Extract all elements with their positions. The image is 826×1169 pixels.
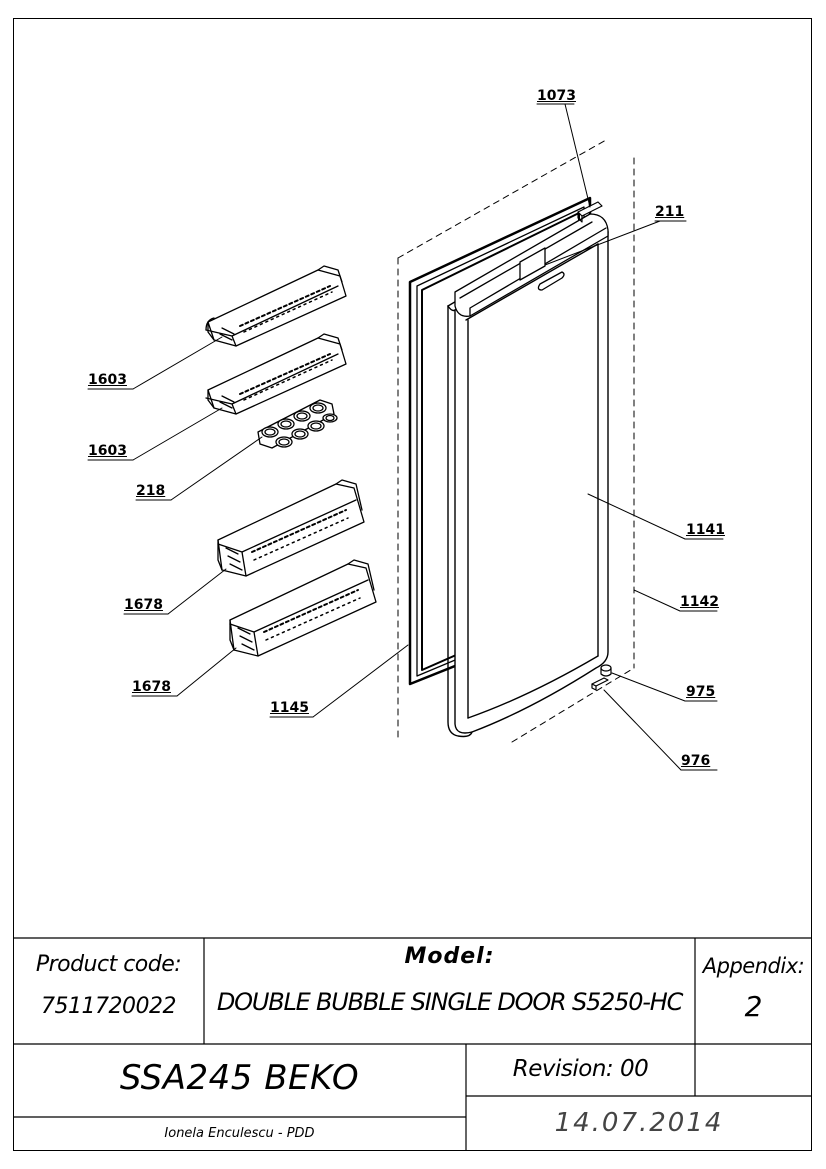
shelf-1678-upper bbox=[217, 479, 365, 577]
door-top-handle bbox=[454, 213, 609, 317]
leader-lines bbox=[87, 103, 724, 771]
part-label-1141: 1141 bbox=[686, 522, 725, 538]
part-label-1678-upper: 1678 bbox=[124, 597, 163, 613]
part-label-211: 211 bbox=[655, 204, 685, 220]
shelf-1678-lower bbox=[229, 559, 377, 657]
shelf-1603-upper bbox=[205, 265, 347, 347]
appendix-label: Appendix: bbox=[702, 954, 805, 978]
door-panel bbox=[447, 220, 609, 738]
part-label-1142: 1142 bbox=[680, 594, 719, 610]
part-label-976: 976 bbox=[681, 753, 711, 769]
product-code-label: Product code: bbox=[35, 952, 182, 977]
part-label-975: 975 bbox=[686, 684, 716, 700]
assembly-dashed-outline bbox=[397, 139, 635, 743]
part-label-1603-lower: 1603 bbox=[88, 443, 127, 459]
date: 14.07.2014 bbox=[554, 1108, 724, 1138]
part-label-1678-lower: 1678 bbox=[132, 679, 171, 695]
drawing-frame bbox=[13, 18, 812, 1151]
document-name: SSA245 BEKO bbox=[119, 1058, 360, 1098]
model-value: DOUBLE BUBBLE SINGLE DOOR S5250-HC bbox=[216, 988, 683, 1016]
author: Ionela Enculescu - PDD bbox=[164, 1126, 315, 1141]
shelf-1603-lower bbox=[205, 333, 347, 415]
part-label-1073: 1073 bbox=[537, 88, 576, 104]
hinge-parts bbox=[577, 201, 612, 691]
egg-tray-218 bbox=[257, 399, 338, 449]
part-label-1603-upper: 1603 bbox=[88, 372, 127, 388]
part-label-1145: 1145 bbox=[270, 700, 309, 716]
model-label: Model: bbox=[404, 944, 495, 969]
revision: Revision: 00 bbox=[512, 1056, 649, 1082]
product-code-value: 7511720022 bbox=[41, 994, 176, 1019]
appendix-value: 2 bbox=[744, 990, 763, 1023]
door-shelves bbox=[205, 265, 377, 657]
part-label-218: 218 bbox=[136, 483, 166, 499]
